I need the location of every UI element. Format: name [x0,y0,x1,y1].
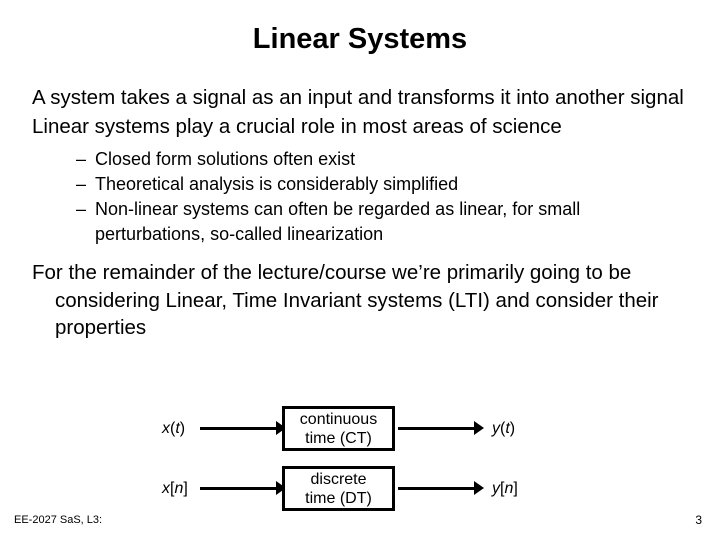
output-argument: t [505,420,510,437]
input-bracket-open: ( [170,420,176,437]
output-variable: y [492,420,500,437]
footer-course-label: EE-2027 SaS, L3: [14,514,103,526]
output-arrowhead-icon [474,481,484,495]
sub-bullet-list: – Closed form solutions often exist – Th… [32,147,692,247]
paragraph-item: For the remainder of the lecture/course … [32,261,659,339]
input-variable: x [162,420,170,437]
input-variable: x [162,480,170,497]
input-wire [200,487,278,490]
system-box-discrete-time: discrete time (DT) [282,466,395,511]
slide-body: A system takes a signal as an input and … [32,84,692,342]
dash-marker: – [76,199,87,219]
box-line-2: time (CT) [305,429,372,447]
input-bracket-close: ) [179,420,186,437]
output-variable: y [492,480,500,497]
output-argument: n [504,480,514,497]
output-bracket-open: [ [500,480,505,497]
dash-marker: – [76,149,87,169]
box-line-1: discrete [310,470,367,488]
dash-marker: – [76,174,87,194]
diagram-output-label: y(t) [492,420,515,438]
diagram-input-label: x[n] [162,480,188,498]
box-line-1: continuous [299,410,378,428]
input-arrowhead-icon [276,421,286,435]
sub-bullet-label: Closed form solutions often exist [95,149,356,169]
output-wire [398,487,476,490]
system-box-continuous-time: continuous time (CT) [282,406,395,451]
bullet-item: A system takes a signal as an input and … [32,86,684,109]
output-bracket-open: ( [500,420,506,437]
sub-bullet-item: – Closed form solutions often exist [32,147,692,172]
diagram-input-label: x(t) [162,420,185,438]
output-wire [398,427,476,430]
sub-bullet-label: Theoretical analysis is considerably sim… [95,174,459,194]
output-arrowhead-icon [474,421,484,435]
sub-bullet-label: Non-linear systems can often be regarded… [95,199,581,244]
box-line-2: time (DT) [305,489,372,507]
page-title: Linear Systems [252,23,468,55]
page-number: 3 [695,513,702,527]
input-wire [200,427,278,430]
input-arrowhead-icon [276,481,286,495]
input-bracket-close: ] [183,480,188,497]
input-argument: n [174,480,184,497]
input-argument: t [175,420,180,437]
sub-bullet-item: – Non-linear systems can often be regard… [32,197,692,247]
bullet-item: Linear systems play a crucial role in mo… [32,114,562,138]
diagram-output-label: y[n] [492,480,518,498]
output-bracket-close: ] [513,480,518,497]
input-bracket-open: [ [170,480,175,497]
output-bracket-close: ) [509,420,516,437]
sub-bullet-item: – Theoretical analysis is considerably s… [32,172,692,197]
